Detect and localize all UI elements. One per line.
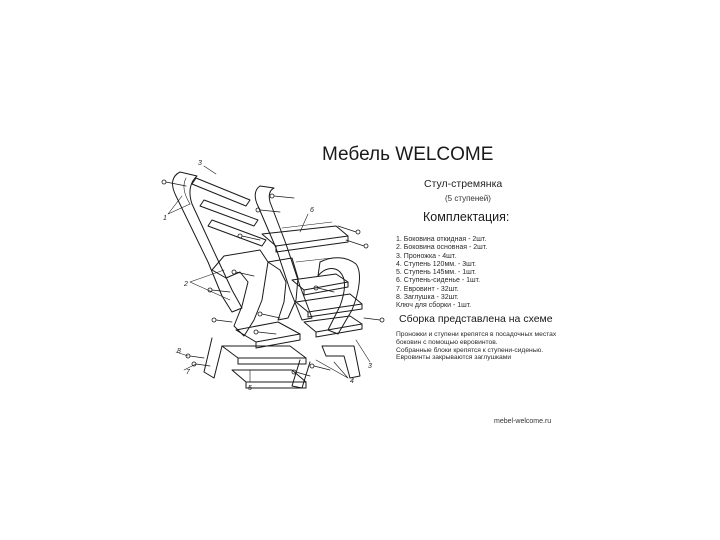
parts-list-item: 1. Боковина откидная - 2шт. <box>396 236 487 243</box>
parts-list-item: Ключ для сборки - 1шт. <box>396 302 472 310</box>
parts-list-item: 2. Боковина основная - 2шт. <box>396 244 488 252</box>
seat-step-part <box>261 221 349 253</box>
brand-title: Мебель WELCOME <box>322 144 494 165</box>
assembly-note-line: Проножки и ступени крепятся в посадочных… <box>396 331 557 338</box>
product-name: Стул-стремянка <box>424 178 503 190</box>
kit-heading: Комплектация: <box>423 210 510 224</box>
folding-side-panel <box>172 171 313 321</box>
callout-label: 7 <box>186 369 191 376</box>
callout-label: 8 <box>177 348 181 355</box>
bottom-step-part <box>203 321 361 389</box>
assembly-notes: Проножки и ступени крепятся в посадочных… <box>396 331 556 362</box>
callout-leaders <box>167 165 371 383</box>
website-url: mebel-welcome.ru <box>494 418 552 425</box>
assembly-note-line: Евровинты закрываются заглушками <box>396 354 512 362</box>
product-subtitle: (5 ступеней) <box>445 194 491 203</box>
parts-list-item: 7. Евровинт - 32шт. <box>396 285 459 293</box>
callout-label: 2 <box>183 281 188 288</box>
screws-and-plugs <box>161 179 385 377</box>
rail-parts <box>191 177 267 247</box>
exploded-assembly-diagram: 3 1 2 6 8 7 5 4 3 <box>161 160 385 392</box>
callout-label: 6 <box>310 207 314 214</box>
step-parts <box>291 273 363 338</box>
assembly-note-line: Собранные блоки крепятся к ступени-сиден… <box>396 346 544 354</box>
callout-label: 3 <box>198 160 202 167</box>
callout-label: 5 <box>248 385 252 392</box>
parts-list: 1. Боковина откидная - 2шт. 2. Боковина … <box>396 236 487 311</box>
parts-list-item: 4. Ступень 120мм. - 3шт. <box>396 260 477 268</box>
parts-list-item: 5. Ступень 145мм. - 1шт. <box>396 269 477 277</box>
parts-list-item: 3. Проножка - 4шт. <box>396 252 457 260</box>
parts-list-item: 6. Ступень-сиденье - 1шт. <box>396 277 481 285</box>
callout-label: 4 <box>350 378 354 385</box>
parts-list-item: 8. Заглушка - 32шт. <box>396 294 459 302</box>
assembly-heading: Сборка представлена на схеме <box>399 313 553 325</box>
assembly-note-line: боковин с помощью евровинтов. <box>396 338 498 346</box>
callout-label: 1 <box>163 215 167 222</box>
callout-label: 3 <box>368 363 372 370</box>
